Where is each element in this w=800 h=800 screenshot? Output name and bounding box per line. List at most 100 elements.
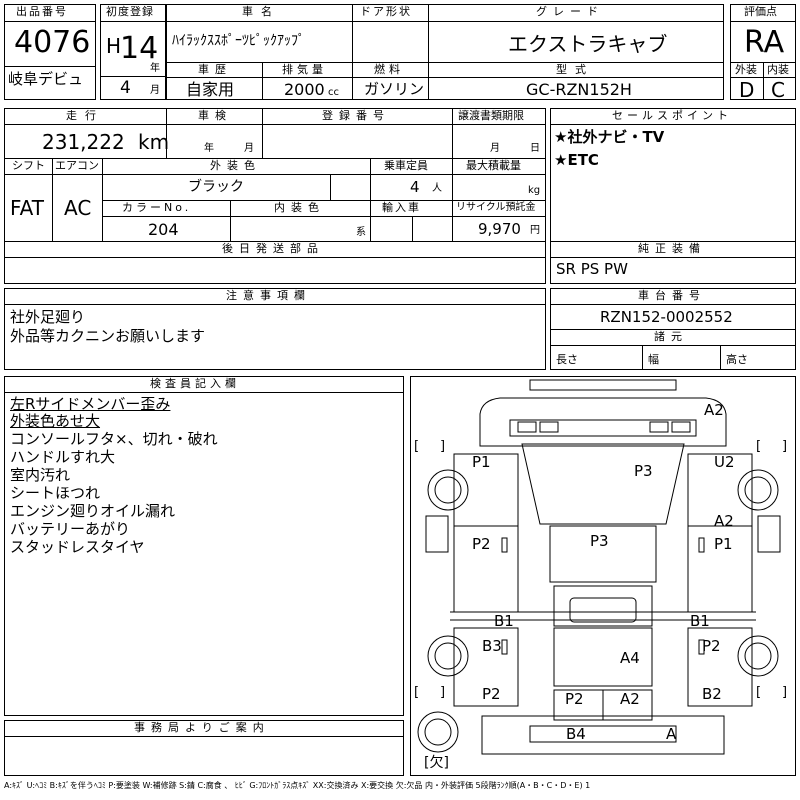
location: 岐阜デビュ <box>8 70 84 88</box>
mileage-unit: km <box>138 130 170 154</box>
inspector-line: 左Rサイドメンバー歪み <box>10 395 171 413</box>
office-label: 事務局よりご案内 <box>134 721 270 734</box>
ac-label: エアコン <box>55 159 99 172</box>
inspector-line: 室内汚れ <box>10 466 71 484</box>
ext-grade: D <box>739 78 755 102</box>
chassis-label: 車台番号 <box>638 289 706 302</box>
disp-unit: cc <box>328 87 339 98</box>
insp-year-unit: 年 <box>204 143 214 154</box>
damage-mark: B4 <box>566 725 586 743</box>
dims-label: 諸元 <box>654 330 688 343</box>
insp-month-unit: 月 <box>244 143 254 154</box>
bracket-right: ] <box>782 439 788 454</box>
damage-mark: P2 <box>472 535 491 553</box>
bracket-left: [ <box>756 685 762 700</box>
bracket-left: [ <box>756 439 762 454</box>
inspector-label: 検査員記入欄 <box>150 377 240 390</box>
recycle-unit: 円 <box>530 225 540 236</box>
damage-mark: P2 <box>482 685 501 703</box>
disp: 2000 <box>284 80 325 99</box>
load-unit: kg <box>528 185 541 196</box>
sales-box <box>550 108 796 284</box>
recycle-label: リサイクル預託金 <box>456 202 536 213</box>
mileage: 231,222 <box>42 130 125 154</box>
disp-label: 排気量 <box>282 63 327 76</box>
damage-mark: P3 <box>590 532 609 550</box>
score-label: 評価点 <box>744 5 777 18</box>
ext-label: 外装 <box>735 63 757 76</box>
inspector-line: コンソールフタ×、切れ・破れ <box>10 430 218 448</box>
inspector-line: スタッドレスタイヤ <box>10 538 145 556</box>
lot-box <box>4 4 96 100</box>
caution-line: 社外足廻り <box>10 308 86 326</box>
load-label: 最大積載量 <box>466 159 521 172</box>
history-label: 車歴 <box>198 63 232 76</box>
later-parts-label: 後日発送部品 <box>222 242 324 255</box>
sales-point: ★ETC <box>554 151 599 169</box>
damage-mark: P2 <box>702 637 721 655</box>
seats-label: 乗車定員 <box>384 159 428 172</box>
shift-label: シフト <box>12 159 45 172</box>
car-box <box>166 4 724 100</box>
import-label: 輸入車 <box>382 201 421 214</box>
fuel: ガソリン <box>364 80 425 98</box>
caution-box <box>4 288 546 370</box>
first-reg-era: H <box>106 34 122 58</box>
caution-line: 外品等カクニンお願いします <box>10 327 206 345</box>
bracket-left: [ <box>414 685 420 700</box>
damage-mark: A2 <box>620 690 640 708</box>
recycle: 9,970 <box>478 220 521 238</box>
inspection-label: 車検 <box>198 109 232 122</box>
fuel-label: 燃料 <box>374 63 404 76</box>
seats-unit: 人 <box>432 183 442 194</box>
car-name-label: 車名 <box>242 5 280 18</box>
first-reg-label: 初度登録 <box>106 5 154 18</box>
height-label: 高さ <box>726 353 748 366</box>
ac: AC <box>64 196 92 220</box>
grade-label: グレード <box>536 5 604 18</box>
chassis-number: RZN152-0002552 <box>600 308 733 326</box>
first-reg-box <box>100 4 166 100</box>
inspector-line: シートほつれ <box>10 484 101 502</box>
damage-mark: U2 <box>714 453 735 471</box>
first-reg-year: 14 <box>120 31 159 66</box>
model: GC-RZN152H <box>526 80 632 99</box>
lot-number: 4076 <box>14 25 91 60</box>
inspector-line: 外装色あせ大 <box>10 412 101 430</box>
inspector-line: ハンドルすれ大 <box>10 448 116 466</box>
car-name: ﾊｲﾗｯｸｽｽﾎﾟｰﾂﾋﾟｯｸｱｯﾌﾟ <box>172 33 305 49</box>
score: RA <box>744 25 785 60</box>
interior-suffix: 系 <box>356 227 366 238</box>
damage-mark: P1 <box>472 453 491 471</box>
mileage-label: 走行 <box>66 109 104 122</box>
damage-mark: B1 <box>494 612 514 630</box>
transfer-month-unit: 月 <box>490 143 500 154</box>
genuine-items: SR PS PW <box>556 260 628 278</box>
reg-no-label: 登録番号 <box>322 109 390 122</box>
damage-mark: P2 <box>565 690 584 708</box>
inspector-box <box>4 376 404 716</box>
damage-mark: B2 <box>702 685 722 703</box>
damage-mark: B1 <box>690 612 710 630</box>
first-reg-month: 4 <box>120 78 131 98</box>
transfer-day-unit: 日 <box>530 143 540 154</box>
caution-label: 注意事項欄 <box>226 289 311 302</box>
car-diagram-box <box>410 376 796 776</box>
car-diagram <box>417 379 781 755</box>
width-label: 幅 <box>648 353 659 366</box>
month-unit: 月 <box>150 85 160 96</box>
length-label: 長さ <box>556 353 578 366</box>
int-label: 内装 <box>767 63 789 76</box>
history: 自家用 <box>186 80 235 99</box>
bracket-left: [ <box>414 439 420 454</box>
damage-mark: B3 <box>482 637 502 655</box>
interior-label: 内装色 <box>274 201 325 214</box>
bracket-right: ] <box>782 685 788 700</box>
inspector-line: エンジン廻りオイル漏れ <box>10 502 176 520</box>
genuine-label: 純正装備 <box>638 242 706 255</box>
legend: A:ｷｽﾞ U:ﾍｺﾐ B:ｷｽﾞを伴うﾍｺﾐ P:要塗装 W:補修跡 S:錆 … <box>4 781 591 790</box>
color-label: 外装色 <box>210 159 261 172</box>
transfer-label: 譲渡書類期限 <box>458 109 524 122</box>
damage-mark: A <box>666 725 677 743</box>
inspector-line: バッテリーあがり <box>10 520 131 538</box>
